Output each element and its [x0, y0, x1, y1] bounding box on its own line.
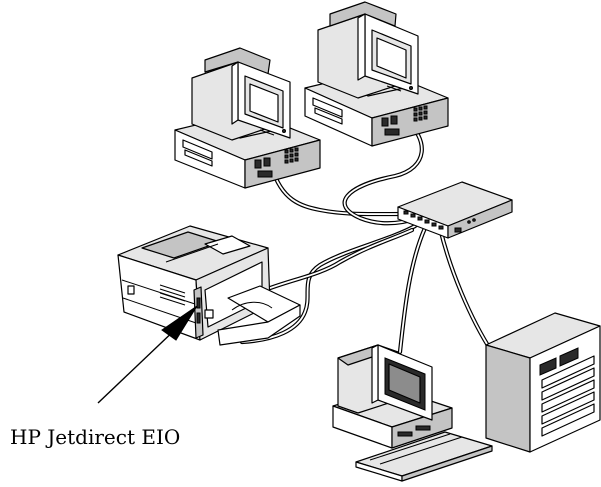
cable-workstation [397, 225, 428, 355]
cable-desktop-right [342, 115, 424, 226]
callout-label: HP Jetdirect EIO [10, 425, 181, 449]
cable-printer [239, 223, 418, 345]
network-hub [397, 181, 513, 239]
cable-printer-2 [262, 227, 415, 293]
workstation-computer [332, 344, 493, 482]
desktop-computer-left [174, 47, 321, 189]
cable-server [437, 225, 495, 355]
server-tower [485, 312, 601, 453]
network-cables [239, 115, 495, 355]
cable-desktop-left [269, 165, 408, 217]
desktop-computer-right [304, 1, 449, 147]
callout-arrow [97, 305, 198, 404]
